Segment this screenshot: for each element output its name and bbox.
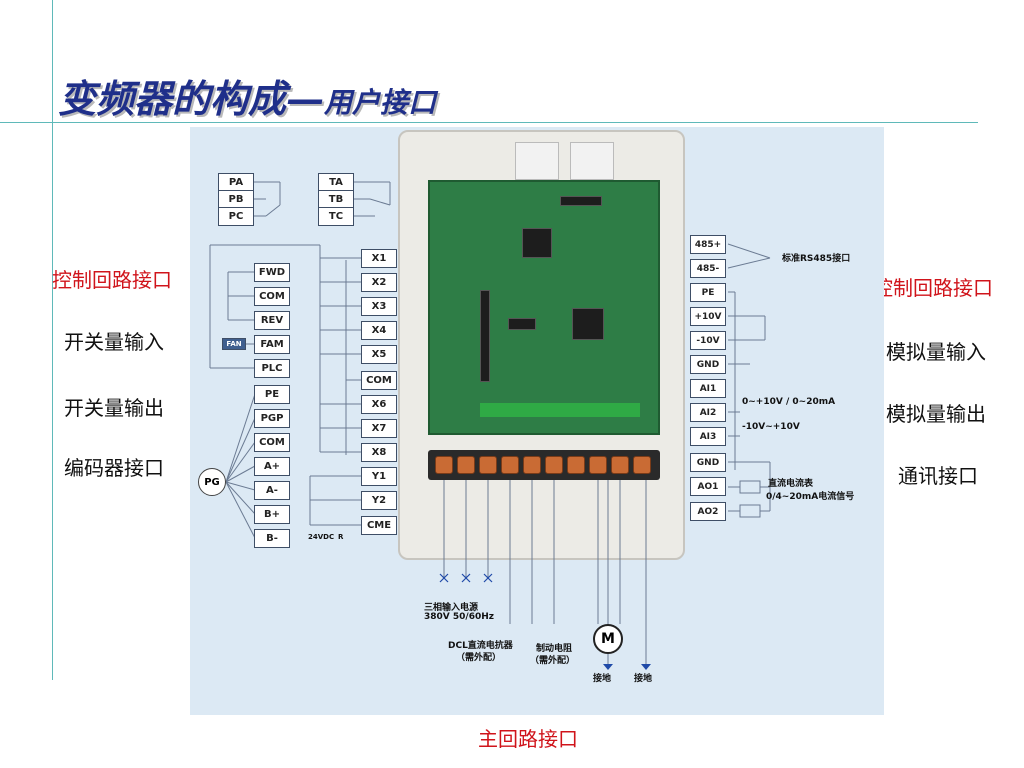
board-ic-4 — [560, 196, 602, 206]
ground-label-1: 接地 — [593, 674, 612, 684]
main-terminal-9 — [611, 456, 629, 474]
board-chip-2 — [572, 308, 604, 340]
switch-input-label: 开关量输入 — [64, 330, 164, 354]
terminal-ta: TA — [318, 173, 354, 192]
dcl-note-2: （需外配） — [456, 653, 502, 663]
power-note-2: 380V 50/60Hz — [424, 612, 494, 622]
board-ic-3 — [508, 318, 536, 330]
terminal-ai3: AI3 — [690, 427, 726, 446]
switch-output-label: 开关量输出 — [64, 396, 164, 420]
ai2-range: 0~+10V / 0~20mA — [742, 397, 836, 407]
terminal-x7: X7 — [361, 419, 397, 438]
terminal-y1: Y1 — [361, 467, 397, 486]
comm-label: 通讯接口 — [898, 464, 978, 488]
terminal-ai2: AI2 — [690, 403, 726, 422]
terminal-x5: X5 — [361, 345, 397, 364]
ground-label-2: 接地 — [634, 674, 653, 684]
terminal-a-minus: A- — [254, 481, 290, 500]
meter-note-2: 0/4~20mA电流信号 — [766, 492, 855, 502]
terminal-pe-left: PE — [254, 385, 290, 404]
terminal-gnd-1: GND — [690, 355, 726, 374]
main-circuit-label: 主回路接口 — [478, 727, 578, 751]
main-terminal-8 — [589, 456, 607, 474]
terminal-com-1: COM — [254, 287, 290, 306]
terminal-plc: PLC — [254, 359, 290, 378]
main-terminal-1 — [435, 456, 453, 474]
accent-horizontal-line — [0, 122, 978, 123]
left-control-label: 控制回路接口 — [52, 268, 172, 292]
board-header — [480, 290, 490, 382]
right-control-label: 控制回路接口 — [873, 276, 993, 300]
terminal-fwd: FWD — [254, 263, 290, 282]
main-terminal-7 — [567, 456, 585, 474]
main-terminal-4 — [501, 456, 519, 474]
terminal-y2: Y2 — [361, 491, 397, 510]
terminal-ao1: AO1 — [690, 477, 726, 496]
main-terminal-10 — [633, 456, 651, 474]
terminal-a-plus: A+ — [254, 457, 290, 476]
title-main: 变频器的构成— — [58, 76, 325, 121]
main-terminal-2 — [457, 456, 475, 474]
power-note-1: 三相输入电源 — [424, 603, 479, 613]
terminal-x1: X1 — [361, 249, 397, 268]
dcl-note-1: DCL直流电抗器 — [448, 641, 513, 651]
supply-24v-label: 24VDC — [308, 533, 335, 541]
brake-note-1: 制动电阻 — [536, 644, 573, 654]
main-terminal-6 — [545, 456, 563, 474]
control-board — [428, 180, 660, 435]
terminal-ao2: AO2 — [690, 502, 726, 521]
ribbon-connector-left — [515, 142, 559, 180]
accent-vertical-line — [52, 0, 53, 680]
terminal-rev: REV — [254, 311, 290, 330]
terminal-b-plus: B+ — [254, 505, 290, 524]
terminal-b-minus: B- — [254, 529, 290, 548]
terminal-com-2: COM — [254, 433, 290, 452]
terminal-cme: CME — [361, 516, 397, 535]
motor-symbol: M — [593, 624, 623, 654]
terminal-x4: X4 — [361, 321, 397, 340]
terminal-pc: PC — [218, 207, 254, 226]
terminal-x6: X6 — [361, 395, 397, 414]
rs485-note: 标准RS485接口 — [782, 254, 851, 264]
ai3-range: -10V~+10V — [742, 422, 800, 432]
terminal-x3: X3 — [361, 297, 397, 316]
terminal-485-minus: 485- — [690, 259, 726, 278]
terminal-tc: TC — [318, 207, 354, 226]
terminal-com-3: COM — [361, 371, 397, 390]
brake-note-2: （需外配） — [530, 656, 576, 666]
encoder-label: 编码器接口 — [64, 456, 164, 480]
supply-r-label: R — [338, 533, 344, 541]
terminal-pgp: PGP — [254, 409, 290, 428]
main-terminal-3 — [479, 456, 497, 474]
board-chip-1 — [522, 228, 552, 258]
terminal-485-plus: 485+ — [690, 235, 726, 254]
main-terminal-5 — [523, 456, 541, 474]
terminal-x8: X8 — [361, 443, 397, 462]
ribbon-connector-right — [570, 142, 614, 180]
title-sub: 用户接口 — [324, 86, 437, 119]
pg-encoder: PG — [198, 468, 226, 496]
analog-input-label: 模拟量输入 — [886, 340, 986, 364]
slide-title: 变频器的构成—用户接口 — [58, 68, 436, 123]
terminal-ai1: AI1 — [690, 379, 726, 398]
terminal-x2: X2 — [361, 273, 397, 292]
terminal-pe-right: PE — [690, 283, 726, 302]
terminal-gnd-2: GND — [690, 453, 726, 472]
analog-output-label: 模拟量输出 — [886, 402, 986, 426]
terminal-minus-10v: -10V — [690, 331, 726, 350]
meter-note-1: 直流电流表 — [768, 479, 814, 489]
control-terminal-strip — [480, 403, 640, 417]
terminal-fam: FAM — [254, 335, 290, 354]
fan-tag: FAN — [222, 338, 246, 350]
terminal-plus-10v: +10V — [690, 307, 726, 326]
